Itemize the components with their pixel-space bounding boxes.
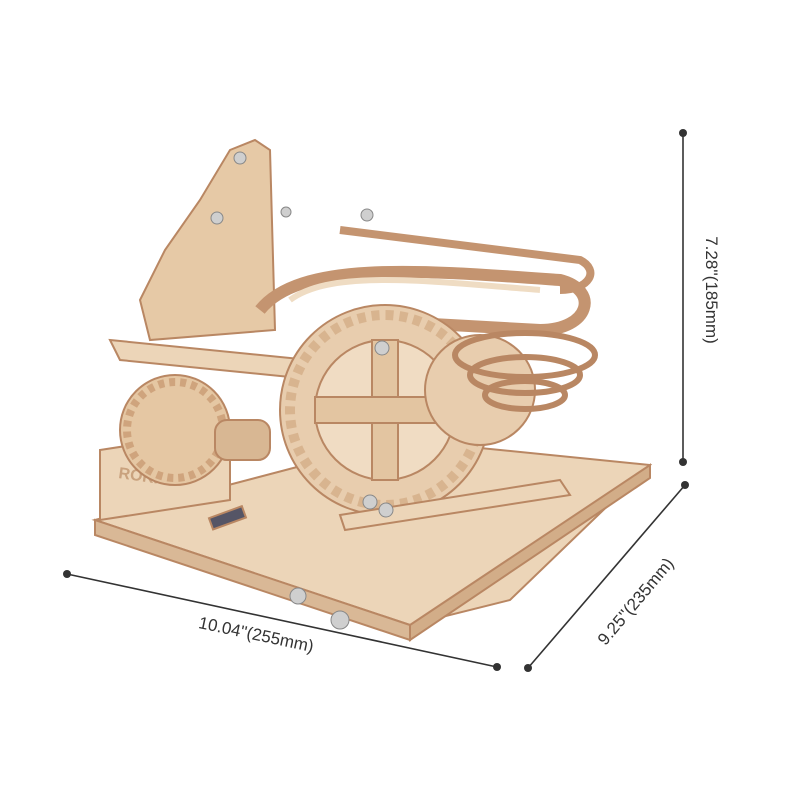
marbles	[210, 151, 394, 630]
wooden-marble-run-model: ROKR	[91, 138, 653, 642]
crank-handle	[207, 504, 248, 531]
height-dimension-label: 7.28''(185mm)	[702, 236, 721, 344]
width-dimension-label: 10.04''(255mm)	[197, 613, 315, 656]
depth-dimension-label: 9.25''(235mm)	[594, 554, 678, 649]
dimension-lines	[63, 129, 689, 672]
